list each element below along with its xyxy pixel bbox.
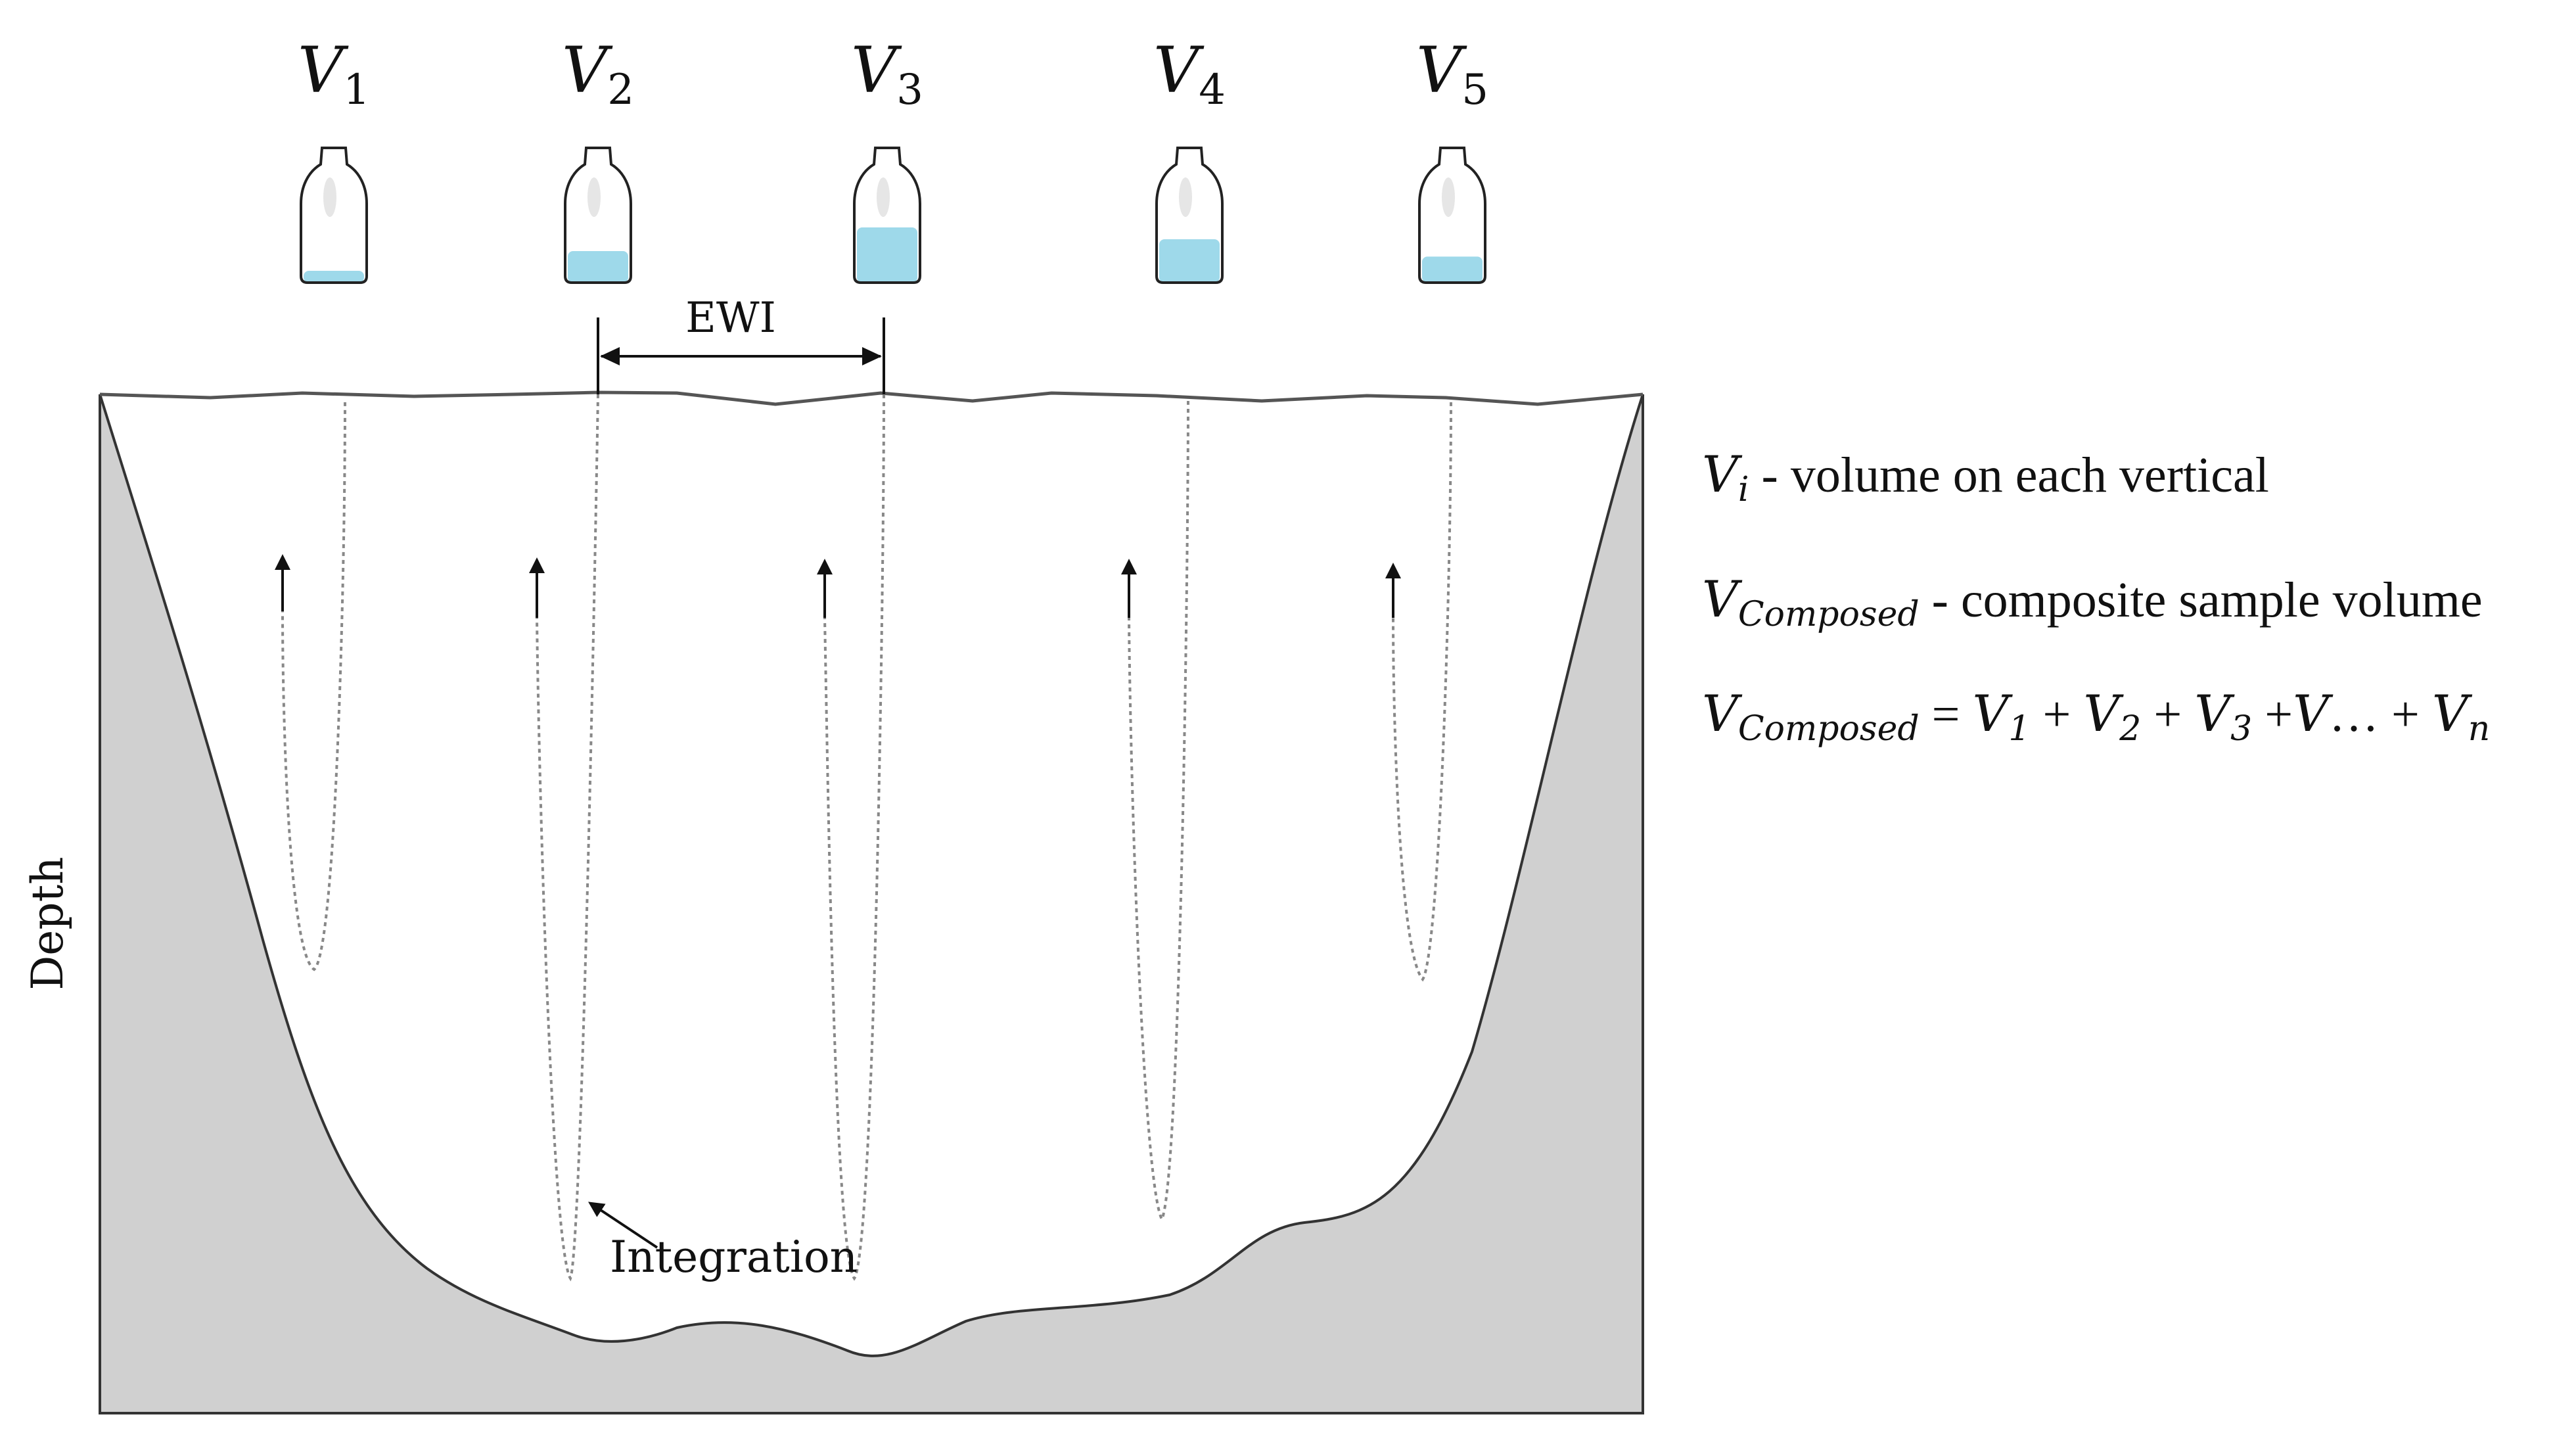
formula-ellipsis: … + xyxy=(2329,687,2432,742)
formula-t2-sub: 2 xyxy=(2119,709,2141,749)
bottle-label-main: V xyxy=(562,34,613,107)
bottle-water-5 xyxy=(1422,256,1483,283)
bottle-label-main: V xyxy=(298,34,349,107)
bottle-water-4 xyxy=(1159,239,1220,283)
integration-path-5 xyxy=(1392,402,1452,982)
integration-pointer xyxy=(587,1202,658,1249)
ewi-dimension xyxy=(597,317,885,394)
bottle-label-sub: 1 xyxy=(343,66,370,114)
bottle-water-2 xyxy=(568,251,628,283)
bottle-label-main: V xyxy=(1153,34,1205,107)
bottle-label-1: V1 xyxy=(298,34,370,114)
legend-text-volume: - volume on each vertical xyxy=(1749,448,2269,503)
bottle-outline-1 xyxy=(300,147,368,284)
legend-var-v2: V xyxy=(1702,570,1743,628)
formula-lhs-v: V xyxy=(1702,684,1743,743)
bottle-2: V2 xyxy=(562,34,634,284)
bottle-highlight-1 xyxy=(323,177,336,217)
depth-label: Depth xyxy=(22,856,73,990)
formula-tn-v: V xyxy=(2432,684,2473,743)
bottle-outline-5 xyxy=(1418,147,1486,284)
integration-label: Integration xyxy=(610,1232,858,1282)
legend-sub-i: i xyxy=(1738,470,1749,509)
formula-t1-sub: 1 xyxy=(2008,709,2030,749)
legend-formula: VComposed = V1 + V2 + V3 +V… + Vn xyxy=(1702,684,2490,749)
riverbed-ground xyxy=(99,394,1644,1414)
integration-path-3 xyxy=(823,394,885,1281)
formula-eq: = xyxy=(1920,687,1973,742)
bottle-water-1 xyxy=(304,271,364,283)
bottle-label-2: V2 xyxy=(562,34,634,114)
formula-tn-sub: n xyxy=(2468,709,2491,749)
legend-var-v: V xyxy=(1702,445,1743,503)
formula-t2-v: V xyxy=(2083,684,2124,743)
bottle-label-sub: 4 xyxy=(1199,66,1226,114)
legend-line-vcomposed: VComposed - composite sample volume xyxy=(1702,570,2483,634)
bottle-highlight-3 xyxy=(877,177,890,217)
bottle-outline-2 xyxy=(564,147,632,284)
formula-t3-sub: 3 xyxy=(2230,709,2252,749)
bottle-label-5: V5 xyxy=(1416,34,1488,114)
legend-text-composite: - composite sample volume xyxy=(1920,572,2483,628)
bottle-4: V4 xyxy=(1153,34,1226,284)
bottle-label-3: V3 xyxy=(851,34,923,114)
integration-path-1 xyxy=(281,402,346,971)
ewi-arrowhead-left xyxy=(600,347,620,365)
upward-arrows xyxy=(275,554,1401,618)
bottle-label-4: V4 xyxy=(1153,34,1226,114)
formula-t3-v: V xyxy=(2194,684,2235,743)
formula-plus3: + xyxy=(2252,687,2293,742)
legend: Vi - volume on each vertical VComposed -… xyxy=(1702,445,2490,749)
legend-sub-composed: Composed xyxy=(1738,595,1920,634)
bottle-3: V3 xyxy=(851,34,923,284)
formula-plus1: + xyxy=(2031,687,2084,742)
bottle-label-main: V xyxy=(851,34,902,107)
bottle-highlight-2 xyxy=(587,177,601,217)
formula-t4-v: V xyxy=(2293,684,2334,743)
bottle-label-main: V xyxy=(1416,34,1467,107)
ewi-label: EWI xyxy=(685,294,776,342)
formula-plus2: + xyxy=(2141,687,2194,742)
formula-lhs-sub: Composed xyxy=(1738,709,1920,749)
integration-path-2 xyxy=(536,394,599,1282)
bottle-outline-4 xyxy=(1155,147,1224,284)
integration-path-4 xyxy=(1128,400,1189,1223)
bottle-water-3 xyxy=(857,227,917,283)
bottle-outline-3 xyxy=(853,147,921,284)
legend-line-vi: Vi - volume on each vertical xyxy=(1702,445,2269,509)
bottle-highlight-5 xyxy=(1442,177,1455,217)
bottle-1: V1 xyxy=(298,34,370,284)
bottle-label-sub: 3 xyxy=(896,66,923,114)
bottle-label-sub: 5 xyxy=(1461,66,1488,114)
bottle-label-sub: 2 xyxy=(607,66,634,114)
bottle-highlight-4 xyxy=(1179,177,1192,217)
ewi-arrowhead-right xyxy=(862,347,882,365)
water-surface xyxy=(99,390,1644,406)
formula-t1-v: V xyxy=(1973,684,2013,743)
integration-paths xyxy=(281,394,1452,1282)
bottle-5: V5 xyxy=(1416,34,1488,284)
